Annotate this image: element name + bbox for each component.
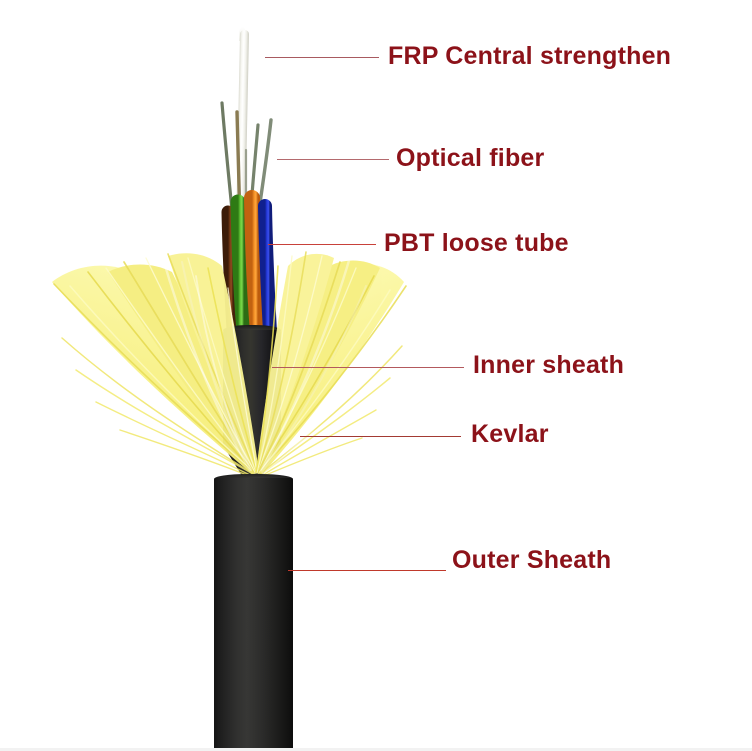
callout-line-inner-sheath: [272, 367, 464, 368]
callout-line-optical-fiber: [277, 159, 389, 160]
callout-line-frp-central-strengthen: [265, 57, 379, 58]
callout-line-outer-sheath: [288, 570, 446, 571]
callout-label-optical-fiber: Optical fiber: [396, 144, 545, 172]
callout-label-frp-central-strengthen: FRP Central strengthen: [388, 42, 672, 70]
callout-line-pbt-loose-tube: [268, 244, 376, 245]
callout-label-inner-sheath: Inner sheath: [473, 351, 625, 379]
outer-sheath-jacket: [214, 478, 293, 751]
callout-label-outer-sheath: Outer Sheath: [452, 546, 612, 574]
bottom-border: [0, 748, 752, 751]
callout-line-kevlar: [300, 436, 461, 437]
callout-label-kevlar: Kevlar: [471, 420, 549, 448]
callout-label-pbt-loose-tube: PBT loose tube: [384, 229, 569, 257]
